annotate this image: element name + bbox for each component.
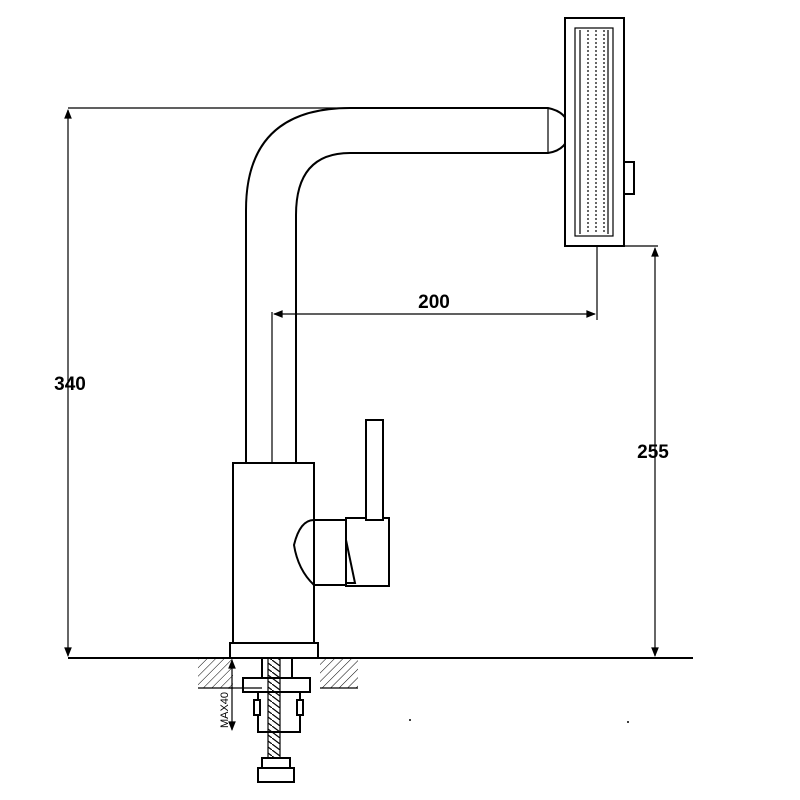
counter-section [198, 658, 358, 689]
spray-head [564, 17, 635, 247]
total-height-label: 340 [54, 374, 86, 395]
spout-height-label: 255 [637, 442, 669, 463]
dimension-total-height: 340 [54, 107, 350, 657]
reach-label: 200 [418, 292, 450, 313]
stray-mark [409, 719, 411, 721]
dimension-max-thickness: MAX40 [219, 659, 262, 731]
lever-handle [292, 419, 390, 588]
mounting-hardware [242, 657, 311, 783]
max-thickness-label: MAX40 [219, 692, 231, 728]
stray-mark [627, 721, 629, 723]
dimension-spout-height: 255 [624, 245, 669, 657]
spout [245, 107, 572, 464]
dimension-reach: 200 [271, 246, 598, 463]
